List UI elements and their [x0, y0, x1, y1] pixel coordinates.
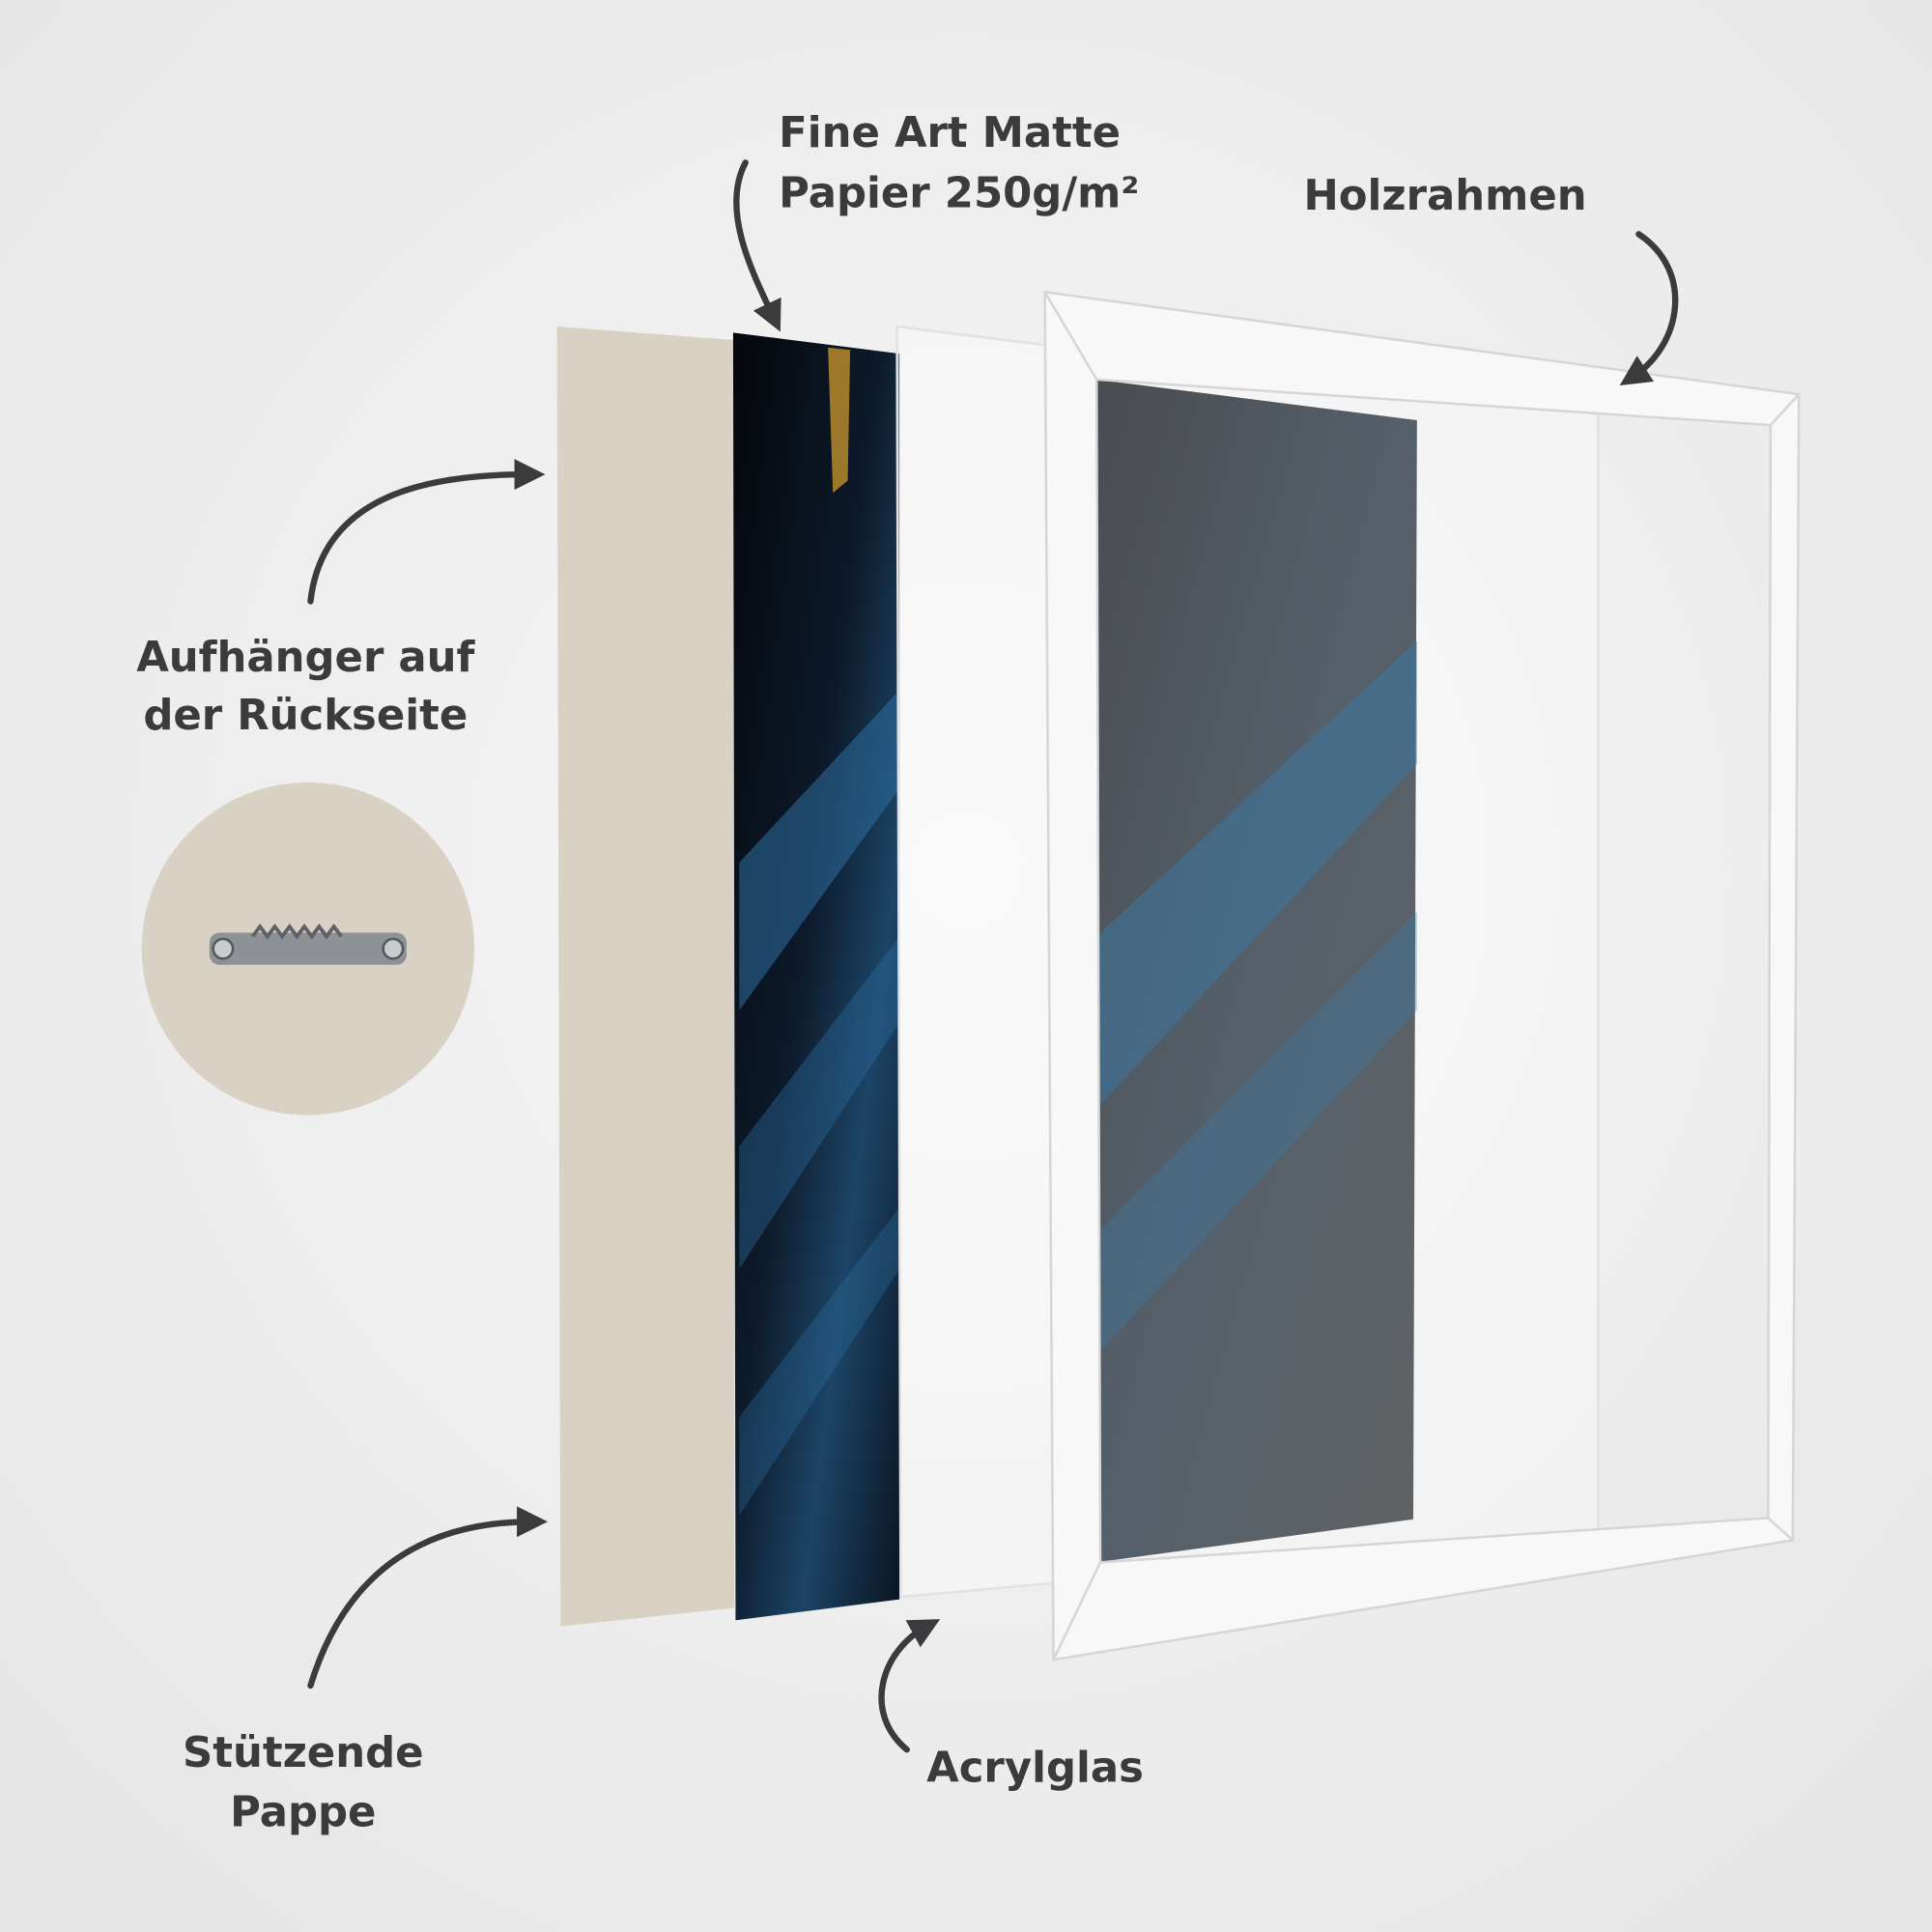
label-frame: Holzrahmen [1303, 172, 1586, 220]
framed-print [1096, 379, 1417, 1563]
arrow-hanger-icon [307, 459, 546, 605]
label-backing-line2: Pappe [230, 1788, 376, 1836]
sawtooth-hanger-icon [209, 932, 407, 965]
label-glass: Acrylglas [926, 1744, 1144, 1792]
label-hanger-line2: der Rückseite [143, 692, 468, 740]
art-paper [732, 332, 900, 1621]
arrow-glass-icon [878, 1619, 941, 1753]
label-paper-line2: Papier 250g/m² [779, 169, 1139, 217]
arrow-paper-icon [733, 159, 781, 332]
cardboard-backing [556, 327, 735, 1627]
wooden-frame [1043, 290, 1801, 1662]
arrow-backing-icon [307, 1506, 548, 1690]
label-paper-line1: Fine Art Matte [779, 109, 1121, 157]
label-hanger-line1: Aufhänger auf [136, 634, 475, 682]
arrow-frame-icon [1619, 231, 1679, 386]
hanger-detail [141, 781, 475, 1116]
label-backing-line1: Stützende [183, 1729, 424, 1777]
